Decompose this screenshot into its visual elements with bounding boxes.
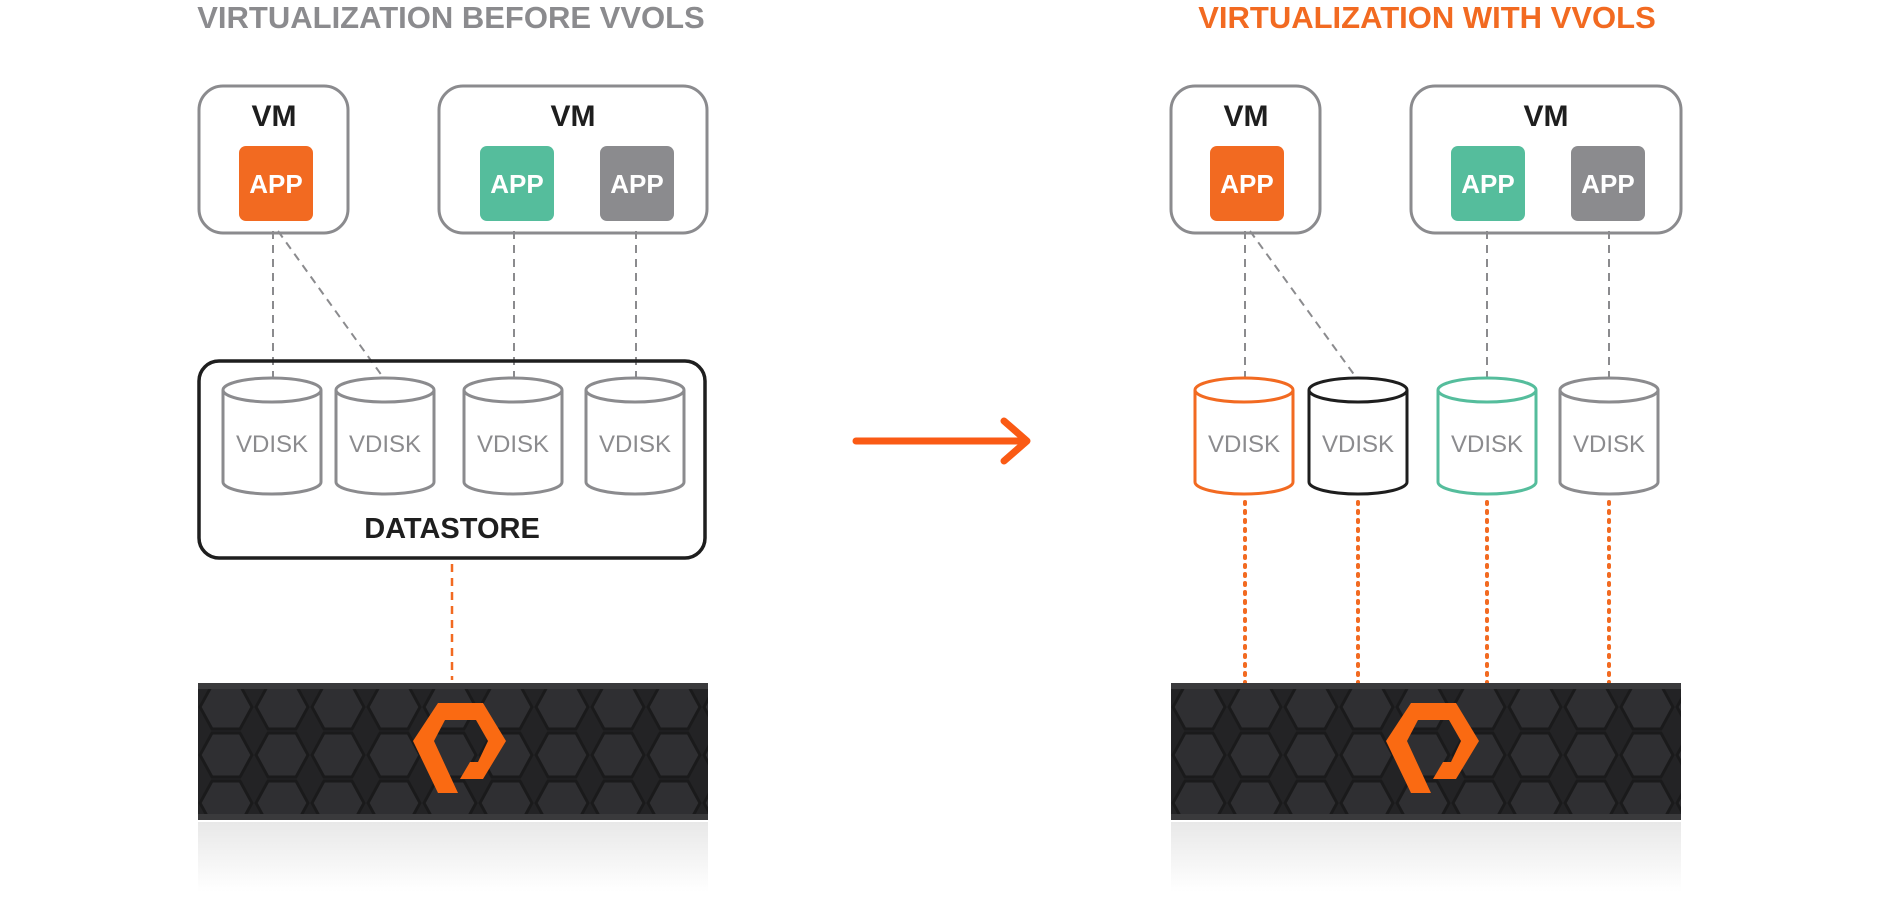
vdisk-label: VDISK	[349, 431, 421, 458]
vm-label: VM	[551, 100, 596, 133]
vm-box: VM APP APP	[1409, 84, 1683, 235]
app-label: APP	[490, 169, 543, 199]
app-label: APP	[1461, 169, 1514, 199]
vdisk-cylinder: VDISK	[584, 376, 686, 496]
vdisk-label: VDISK	[236, 431, 308, 458]
vm-box: VM APP APP	[437, 84, 709, 235]
vdisk-label: VDISK	[1208, 431, 1280, 458]
app-orange	[1210, 146, 1284, 221]
datastore-box	[197, 359, 707, 560]
left-title: VIRTUALIZATION BEFORE VVOLS	[197, 0, 705, 35]
vvol-links	[1243, 500, 1611, 685]
app-label: APP	[1581, 169, 1634, 199]
right-title: VIRTUALIZATION WITH VVOLS	[1198, 0, 1656, 35]
storage-array-icon	[198, 683, 708, 892]
app-green	[480, 146, 554, 221]
app-gray	[600, 146, 674, 221]
app-label: APP	[610, 169, 663, 199]
app-gray	[1571, 146, 1645, 221]
storage-array-icon	[1171, 683, 1681, 892]
vm-box: VM APP	[197, 84, 350, 235]
vdisk-label: VDISK	[1573, 431, 1645, 458]
app-green	[1451, 146, 1525, 221]
vdisk-label: VDISK	[599, 431, 671, 458]
left-panel: VIRTUALIZATION BEFORE VVOLS VM APP VM AP…	[197, 0, 709, 892]
app-orange	[239, 146, 313, 221]
vdisk-cylinder: VDISK	[334, 376, 436, 496]
vdisk-label: VDISK	[1322, 431, 1394, 458]
vm-box: VM APP	[1169, 84, 1322, 235]
vdisk-cylinder: VDISK	[1193, 376, 1295, 496]
right-panel: VIRTUALIZATION WITH VVOLS VM APP VM APP …	[1169, 0, 1683, 892]
vdisk-cylinder: VDISK	[1307, 376, 1409, 496]
vdisk-cylinder: VDISK	[462, 376, 564, 496]
vdisk-cylinder: VDISK	[1436, 376, 1538, 496]
vm-label: VM	[1524, 100, 1569, 133]
app-label: APP	[1220, 169, 1273, 199]
datastore-label: DATASTORE	[364, 513, 540, 545]
connector-lines	[1244, 230, 1610, 381]
vdisk-cylinder: VDISK	[1558, 376, 1660, 496]
vm-label: VM	[252, 100, 297, 133]
app-label: APP	[249, 169, 302, 199]
vm-label: VM	[1224, 100, 1269, 133]
vdisk-label: VDISK	[1451, 431, 1523, 458]
connector-lines	[272, 230, 637, 381]
arrow-right-icon	[852, 417, 1031, 465]
vdisk-cylinder: VDISK	[221, 376, 323, 496]
vdisk-label: VDISK	[477, 431, 549, 458]
